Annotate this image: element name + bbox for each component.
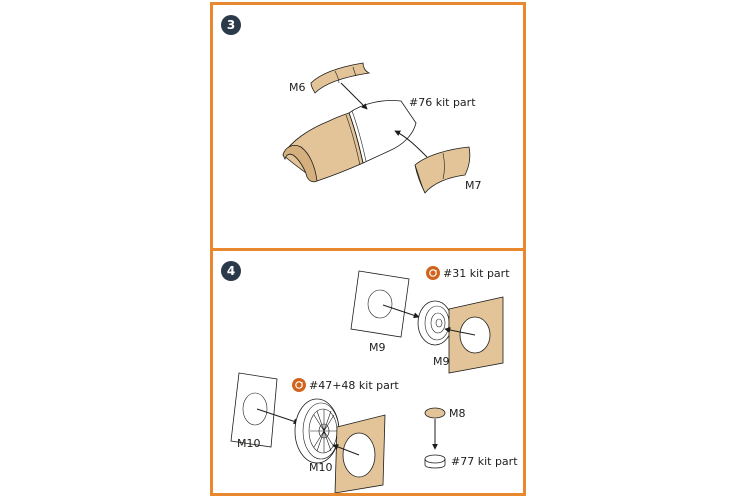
step-number-badge: 4: [221, 261, 241, 281]
target-circle-icon: [292, 378, 306, 392]
label-m8: M8: [449, 407, 466, 420]
step-4-illustration: #31 kit part M9 M9: [230, 266, 518, 493]
step-number-badge: 3: [221, 15, 241, 35]
step-3-illustration: M6 #76 kit part M7: [282, 62, 482, 194]
step-4-panel: #31 kit part M9 M9: [210, 248, 526, 496]
target-circle-icon: [426, 266, 440, 280]
label-m9-template: M9: [369, 341, 386, 354]
label-kit-31: #31 kit part: [443, 267, 510, 280]
label-kit-76: #76 kit part: [409, 96, 476, 109]
mask-m7: [414, 146, 471, 194]
wheel-kit-47-48: [294, 398, 340, 464]
kit-part-77: [424, 454, 446, 469]
label-kit-77: #77 kit part: [451, 455, 518, 468]
label-kit-47-48: #47+48 kit part: [309, 379, 399, 392]
wheel-kit-31: [417, 300, 453, 346]
mask-m8: [424, 407, 446, 419]
label-m6: M6: [289, 81, 306, 94]
mask-m6: [310, 62, 371, 94]
canopy-arch: [282, 145, 318, 183]
label-m7: M7: [465, 179, 482, 192]
template-sheet-m10: [230, 372, 278, 448]
template-sheet-m9: [350, 270, 410, 338]
step-3-panel: M6 #76 kit part M7 3: [210, 2, 526, 251]
label-m10-mask: M10: [309, 461, 333, 474]
label-m9-mask: M9: [433, 355, 450, 368]
label-m10-template: M10: [237, 437, 261, 450]
